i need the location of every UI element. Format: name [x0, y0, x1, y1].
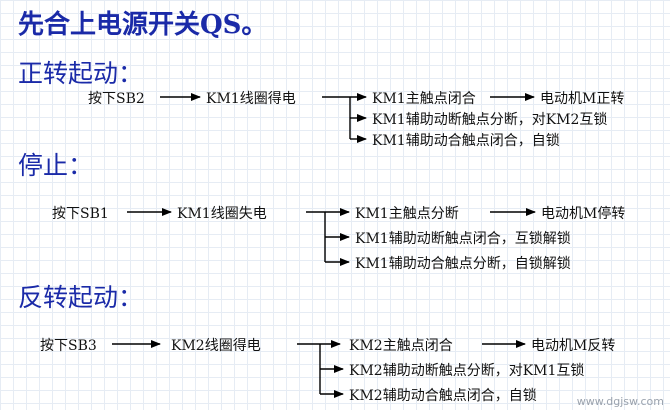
result-motor-state: 电动机M停转 [541, 206, 626, 222]
section-heading-stop: 停止： [18, 151, 94, 180]
coil-state: KM1线圈得电 [206, 91, 296, 107]
result-nc-contact: KM1辅助动断触点分断，对KM2互锁 [372, 112, 608, 128]
press-button-label: 按下SB2 [88, 91, 145, 107]
section-heading-reverse: 反转起动： [18, 283, 144, 312]
press-button-label: 按下SB3 [40, 338, 97, 354]
page-title: 先合上电源开关QS。 [18, 10, 268, 40]
result-motor-state: 电动机M正转 [540, 91, 625, 107]
result-nc-contact: KM1辅助动断触点闭合，互锁解锁 [355, 231, 571, 247]
coil-state: KM1线圈失电 [177, 206, 267, 222]
result-no-contact: KM1辅助动合触点分断，自锁解锁 [355, 256, 571, 272]
press-button-label: 按下SB1 [52, 206, 109, 222]
result-nc-contact: KM2辅助动断触点分断，对KM1互锁 [349, 363, 585, 379]
coil-state: KM2线圈得电 [171, 338, 261, 354]
result-motor-state: 电动机M反转 [531, 338, 616, 354]
result-main-contact: KM2主触点闭合 [349, 338, 453, 354]
result-no-contact: KM1辅助动合触点闭合，自锁 [372, 133, 560, 149]
watermark: www.dgjsw.com [576, 395, 664, 408]
result-main-contact: KM1主触点闭合 [372, 91, 476, 107]
section-heading-forward: 正转起动： [18, 59, 144, 88]
result-no-contact: KM2辅助动合触点闭合，自锁 [349, 388, 537, 404]
result-main-contact: KM1主触点分断 [355, 206, 459, 222]
